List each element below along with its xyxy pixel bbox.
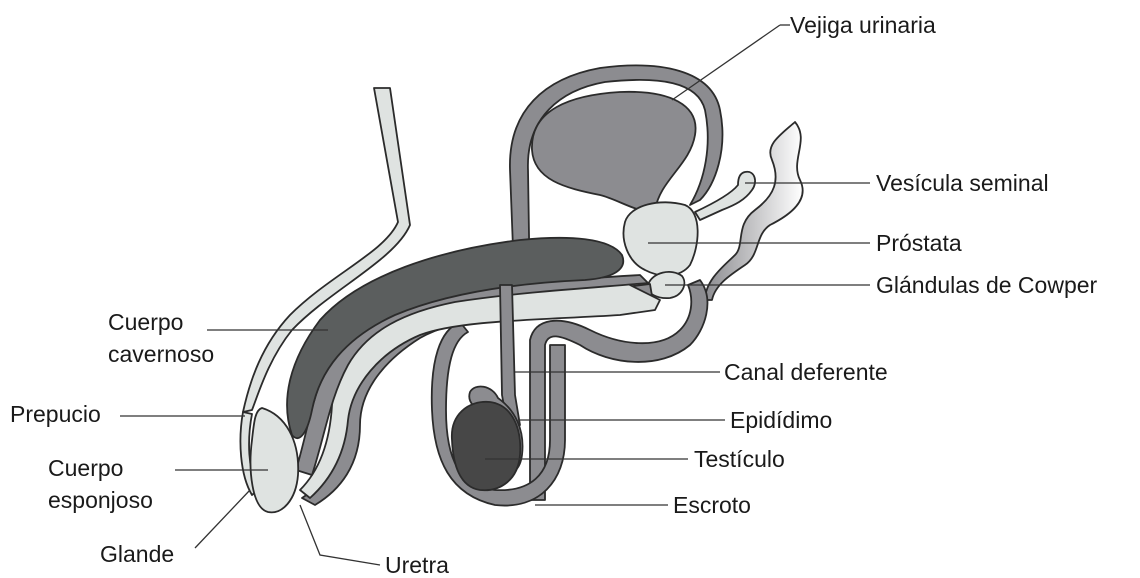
- label-cavernosum-2: cavernoso: [108, 341, 214, 367]
- label-cavernosum-1: Cuerpo: [108, 309, 183, 335]
- label-seminal-vesicle: Vesícula seminal: [876, 170, 1049, 196]
- label-spongiosum-1: Cuerpo: [48, 455, 123, 481]
- label-vas-deferens: Canal deferente: [724, 359, 888, 385]
- label-bladder: Vejiga urinaria: [790, 12, 936, 38]
- leader-bladder: [672, 25, 780, 100]
- label-spongiosum-2: esponjoso: [48, 487, 153, 513]
- label-epididymis: Epidídimo: [730, 407, 832, 433]
- label-scrotum: Escroto: [673, 492, 751, 518]
- label-foreskin: Prepucio: [10, 401, 101, 427]
- label-testicle: Testículo: [694, 446, 785, 472]
- label-prostate: Próstata: [876, 230, 962, 256]
- leader-urethra: [300, 505, 380, 565]
- leader-glans: [195, 490, 250, 548]
- label-glans: Glande: [100, 541, 174, 567]
- testicle: [452, 402, 520, 490]
- prostate: [624, 202, 698, 275]
- label-cowper: Glándulas de Cowper: [876, 272, 1098, 298]
- bladder: [532, 92, 696, 211]
- label-urethra: Uretra: [385, 552, 449, 578]
